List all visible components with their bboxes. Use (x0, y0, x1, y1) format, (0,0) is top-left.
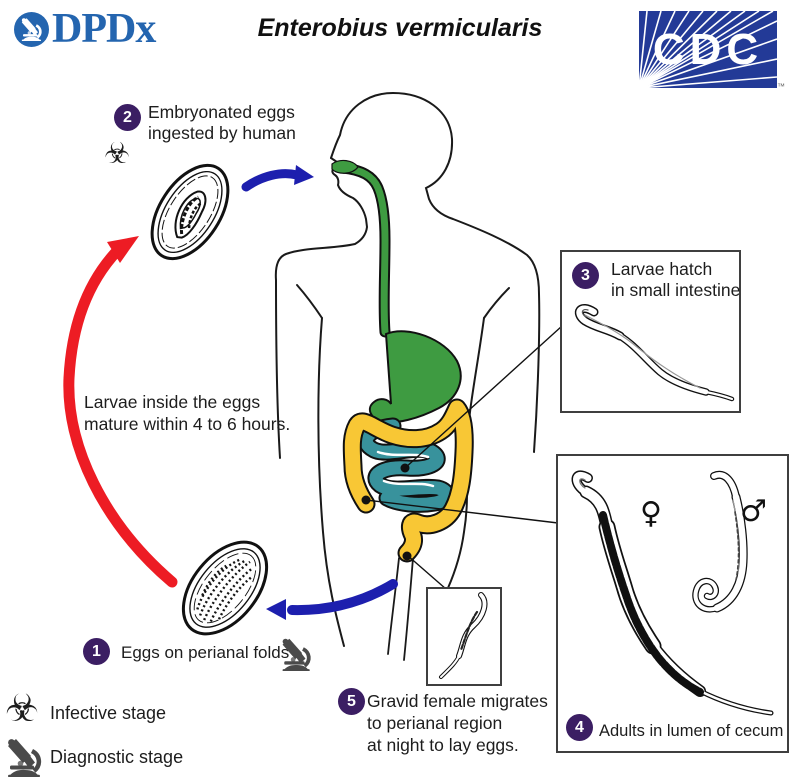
leader-lines (361, 325, 563, 590)
embryonated-egg (150, 163, 230, 261)
step-4-label: Adults in lumen of cecum (599, 722, 784, 740)
legend-infective-label: Infective stage (50, 703, 167, 723)
female-symbol: ♀ (640, 496, 662, 531)
red-cycle-arrow (63, 236, 178, 588)
page-title: Enterobius vermicularis (257, 14, 543, 42)
male-symbol: ♂ (740, 494, 767, 529)
gravid-female-box (426, 587, 502, 686)
step-4-badge: 4 (566, 714, 593, 741)
microscope-icon (280, 637, 312, 671)
dpdx-microscope-icon (14, 11, 49, 47)
legend-diagnostic-label: Diagnostic stage (50, 747, 184, 767)
larva-drawing (574, 304, 735, 402)
small-intestine (357, 417, 455, 513)
perianal-egg (181, 540, 269, 636)
male-worm-drawing (692, 470, 748, 613)
cdc-rays-icon (639, 11, 777, 88)
microscope-icon (5, 737, 45, 777)
blue-deposition-arrow (266, 579, 398, 620)
step-1-badge: 1 (83, 638, 110, 665)
step-5-badge: 5 (338, 688, 365, 715)
step-3-badge: 3 (572, 262, 599, 289)
blue-ingestion-arrow (241, 165, 314, 192)
stomach (368, 330, 462, 424)
cdc-trademark: ™ (777, 82, 785, 91)
step-2-badge: 2 (114, 104, 141, 131)
female-worm-drawing (571, 470, 774, 716)
cdc-logo-text: CDC (652, 24, 764, 74)
gravid-female-drawing (439, 592, 488, 679)
esophagus (331, 159, 391, 338)
dpdx-logo-text: DPDx (52, 6, 156, 52)
cdc-logo: CDC (639, 11, 777, 88)
large-intestine (342, 398, 474, 563)
biohazard-icon: ☣ (5, 686, 40, 730)
step-1-label: Eggs on perianal folds (121, 643, 290, 662)
biohazard-icon: ☣ (104, 136, 130, 170)
dpdx-logo: DPDx (14, 6, 156, 52)
